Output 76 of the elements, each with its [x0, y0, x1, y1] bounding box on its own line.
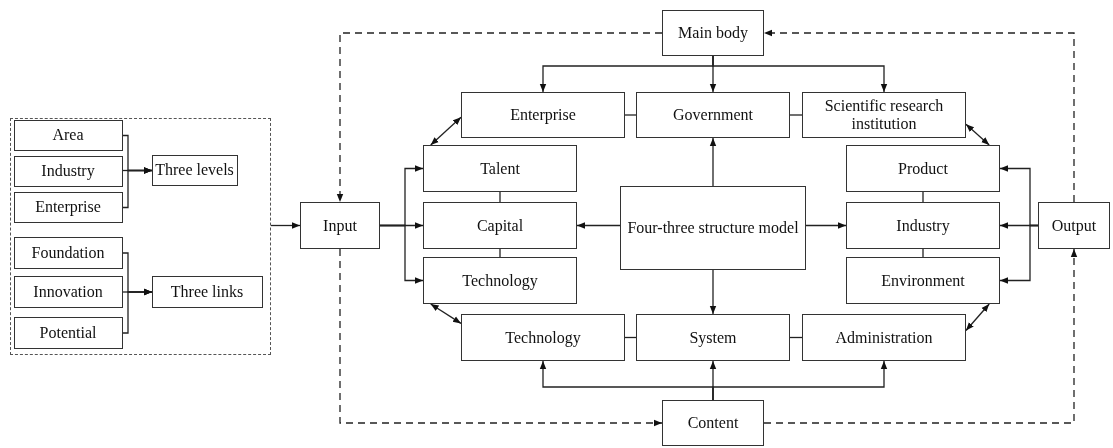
double-arrow — [965, 123, 990, 146]
node-label: Industry — [895, 216, 951, 235]
node-label: Area — [51, 126, 85, 144]
double-arrow — [430, 303, 462, 325]
node-label: Three links — [169, 282, 245, 301]
process-box — [636, 92, 790, 138]
node-label: Talent — [479, 159, 521, 178]
process-box — [151, 275, 263, 308]
arrow — [999, 224, 1039, 284]
arrow — [712, 55, 888, 93]
process-box — [802, 314, 966, 361]
connector-line — [922, 248, 924, 258]
arrow — [576, 222, 621, 229]
node-label: Input — [322, 216, 358, 235]
node-label: Enterprise — [509, 106, 577, 124]
node-label: Enterprise — [34, 198, 102, 216]
process-box — [13, 155, 123, 187]
node-label: Industry — [40, 162, 96, 180]
arrow — [122, 288, 153, 334]
process-box — [13, 119, 123, 151]
node-label: Scientific research institution — [823, 97, 945, 133]
node-label: Capital — [475, 216, 525, 235]
node-label: Content — [686, 414, 740, 432]
process-box — [846, 257, 1000, 304]
process-box — [423, 145, 577, 192]
process-box — [620, 186, 806, 270]
dashed-group-box — [10, 118, 271, 355]
process-box — [13, 236, 123, 269]
arrow — [805, 222, 847, 229]
dashed-arrow — [763, 29, 1075, 203]
process-box — [13, 191, 123, 223]
node-label: Technology — [504, 328, 582, 347]
arrow — [712, 360, 888, 401]
connector-line — [922, 191, 924, 203]
node-label: Three levels — [154, 161, 235, 179]
connector-line — [624, 114, 637, 116]
node-label: Technology — [461, 271, 539, 290]
node-label: Administration — [834, 328, 934, 347]
process-box — [151, 154, 238, 186]
process-box — [423, 202, 577, 249]
node-label: Innovation — [32, 282, 104, 301]
arrow — [709, 269, 717, 315]
node-label: Environment — [880, 271, 966, 290]
process-box — [662, 400, 764, 446]
node-label: Four-three structure model — [626, 219, 800, 237]
double-arrow — [430, 116, 462, 146]
node-label: Foundation — [30, 243, 106, 262]
node-label: Potential — [38, 323, 98, 342]
node-label: Output — [1050, 216, 1098, 235]
process-box — [1038, 202, 1110, 249]
process-box — [13, 275, 123, 308]
process-box — [461, 92, 625, 138]
process-box — [636, 314, 790, 361]
process-box — [13, 316, 123, 349]
process-box — [423, 257, 577, 304]
process-box — [662, 10, 764, 56]
process-box — [802, 92, 966, 138]
double-arrow — [965, 303, 990, 332]
dashed-arrow — [339, 248, 663, 427]
arrow — [122, 167, 153, 209]
connector-line — [499, 191, 501, 203]
process-box — [846, 202, 1000, 249]
dashed-arrow — [763, 248, 1078, 424]
dashed-arrow — [336, 32, 663, 203]
process-box — [300, 202, 380, 249]
node-label: Government — [672, 106, 754, 124]
connector-line — [789, 114, 803, 116]
arrow — [270, 222, 301, 229]
arrow — [709, 137, 717, 187]
arrow — [379, 224, 424, 284]
node-label: Main body — [677, 24, 749, 42]
connector-line — [499, 248, 501, 258]
process-box — [846, 145, 1000, 192]
node-label: Product — [897, 159, 949, 178]
node-label: System — [688, 328, 738, 347]
process-box — [461, 314, 625, 361]
